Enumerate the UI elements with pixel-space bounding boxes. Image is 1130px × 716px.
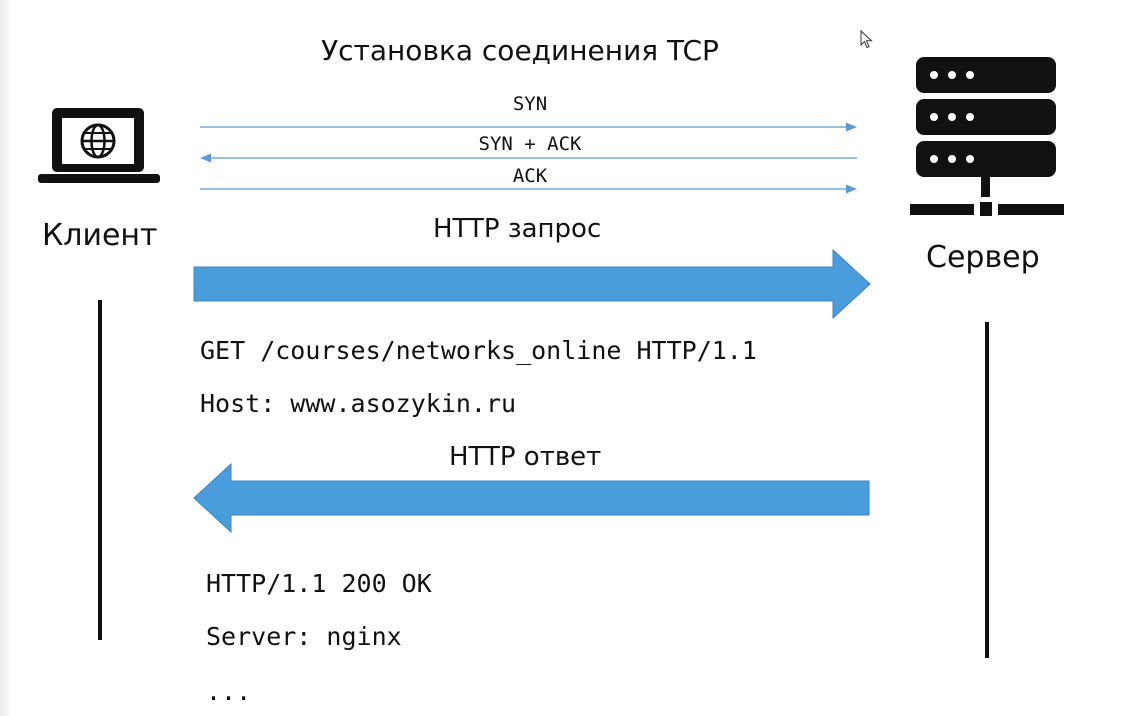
syn-ack-label: SYN + ACK xyxy=(478,133,582,155)
http-response-label: HTTP ответ xyxy=(449,442,602,472)
ack-label: ACK xyxy=(512,165,548,187)
mouse-cursor-icon xyxy=(860,30,873,49)
response-ellipsis: ... xyxy=(206,677,252,706)
server-lifeline xyxy=(985,322,989,658)
handshake-arrows xyxy=(200,122,857,194)
server-label: Сервер xyxy=(926,240,1040,275)
response-server-header: Server: nginx xyxy=(206,622,402,651)
syn-ack-arrow xyxy=(200,153,857,163)
http-response-arrow xyxy=(193,462,870,534)
ack-arrow xyxy=(200,184,857,194)
diagram-title: Установка соединения TCP xyxy=(321,34,719,67)
syn-label: SYN xyxy=(512,93,548,115)
syn-arrow xyxy=(200,122,857,132)
request-line: GET /courses/networks_online HTTP/1.1 xyxy=(200,336,757,365)
client-label: Клиент xyxy=(42,218,158,253)
laptop-globe-icon xyxy=(38,108,160,183)
http-request-label: HTTP запрос xyxy=(433,214,602,244)
request-host-header: Host: www.asozykin.ru xyxy=(200,389,517,418)
left-frame-edge xyxy=(0,0,10,716)
server-rack-icon xyxy=(910,57,1064,216)
http-request-arrow xyxy=(193,248,871,320)
response-status-line: HTTP/1.1 200 OK xyxy=(206,569,432,598)
client-lifeline xyxy=(98,300,102,640)
